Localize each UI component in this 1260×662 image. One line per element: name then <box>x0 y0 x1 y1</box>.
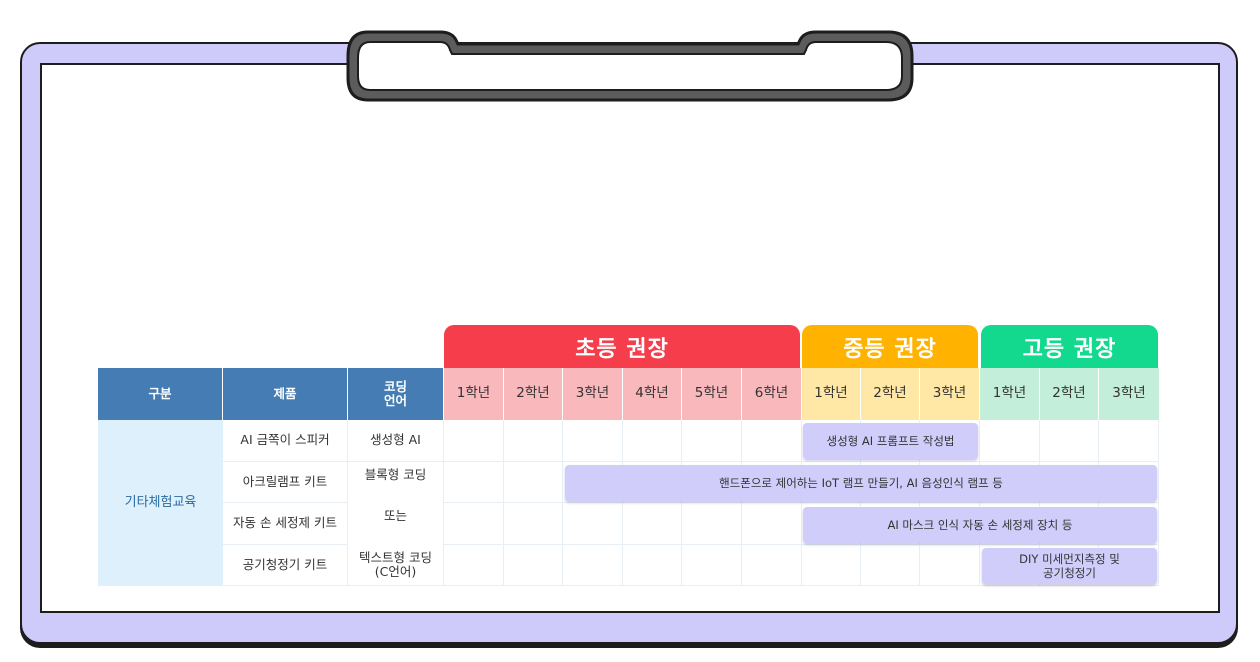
product-row-4: 공기청정기 키트 <box>223 545 348 586</box>
grade-grid-cell <box>563 503 623 545</box>
grade-grid-cell <box>861 545 920 586</box>
header-product: 제품 <box>223 368 348 420</box>
header-coding-line2: 언어 <box>383 393 407 408</box>
grade-mid-3: 3학년 <box>920 368 980 420</box>
coding-row-4-line1: 텍스트형 코딩 <box>359 549 432 565</box>
grade-high-1: 1학년 <box>980 368 1040 420</box>
band-elementary: 초등 권장 <box>444 325 800 368</box>
grade-mid-1: 1학년 <box>802 368 861 420</box>
grade-high-3: 3학년 <box>1099 368 1159 420</box>
grade-grid-cell <box>444 545 504 586</box>
bar-row-3: AI 마스크 인식 자동 손 세정제 장치 등 <box>803 507 1157 543</box>
grade-grid-cell <box>563 545 623 586</box>
grade-grid-cell <box>563 420 623 462</box>
grade-grid-cell <box>504 420 563 462</box>
grade-grid-cell <box>682 420 742 462</box>
coding-row-2: 블록형 코딩 <box>348 462 444 488</box>
grade-grid-cell <box>802 545 861 586</box>
product-row-3: 자동 손 세정제 키트 <box>223 503 348 545</box>
grade-grid-cell <box>742 420 802 462</box>
clipboard-clip-icon <box>346 30 914 102</box>
bar-row-4-line1: DIY 미세먼지측정 및 <box>1019 551 1120 566</box>
grade-grid-cell <box>444 420 504 462</box>
grade-grid-cell <box>504 462 563 503</box>
band-middle: 중등 권장 <box>802 325 978 368</box>
band-high: 고등 권장 <box>981 325 1158 368</box>
grade-elem-4: 4학년 <box>623 368 682 420</box>
grade-grid-cell <box>1099 420 1159 462</box>
grade-high-2: 2학년 <box>1040 368 1099 420</box>
product-row-2: 아크릴램프 키트 <box>223 462 348 503</box>
grade-grid-cell <box>980 420 1040 462</box>
grade-grid-cell <box>623 420 682 462</box>
grade-grid-cell <box>1040 420 1099 462</box>
category-cell: 기타체험교육 <box>98 420 223 586</box>
coding-row-3: 또는 <box>348 488 444 545</box>
coding-row-4: 텍스트형 코딩 (C언어) <box>348 545 444 586</box>
header-coding-line1: 코딩 <box>383 378 407 394</box>
grade-elem-1: 1학년 <box>444 368 504 420</box>
grade-grid-cell <box>742 503 802 545</box>
grade-grid-cell <box>682 545 742 586</box>
header-category: 구분 <box>98 368 223 420</box>
bar-row-1: 생성형 AI 프롬프트 작성법 <box>803 423 978 459</box>
bar-row-2: 핸드폰으로 제어하는 IoT 램프 만들기, AI 음성인식 램프 등 <box>565 465 1157 501</box>
grade-grid-cell <box>742 545 802 586</box>
grade-grid-cell <box>623 503 682 545</box>
bar-row-4-line2: 공기청정기 <box>1043 566 1096 580</box>
grade-mid-2: 2학년 <box>861 368 920 420</box>
grade-elem-6: 6학년 <box>742 368 802 420</box>
coding-row-1: 생성형 AI <box>348 420 444 462</box>
grade-grid-cell <box>920 545 980 586</box>
product-row-1: AI 금쪽이 스피커 <box>223 420 348 462</box>
grade-grid-cell <box>504 545 563 586</box>
bar-row-4: DIY 미세먼지측정 및 공기청정기 <box>982 548 1157 584</box>
grade-grid-cell <box>504 503 563 545</box>
header-coding-language: 코딩 언어 <box>348 368 444 420</box>
grade-elem-5: 5학년 <box>682 368 742 420</box>
grade-grid-cell <box>623 545 682 586</box>
grade-grid-cell <box>682 503 742 545</box>
grade-grid-cell <box>444 462 504 503</box>
coding-row-4-line2: (C언어) <box>374 564 417 579</box>
grade-grid-cell <box>444 503 504 545</box>
grade-elem-3: 3학년 <box>563 368 623 420</box>
grade-elem-2: 2학년 <box>504 368 563 420</box>
